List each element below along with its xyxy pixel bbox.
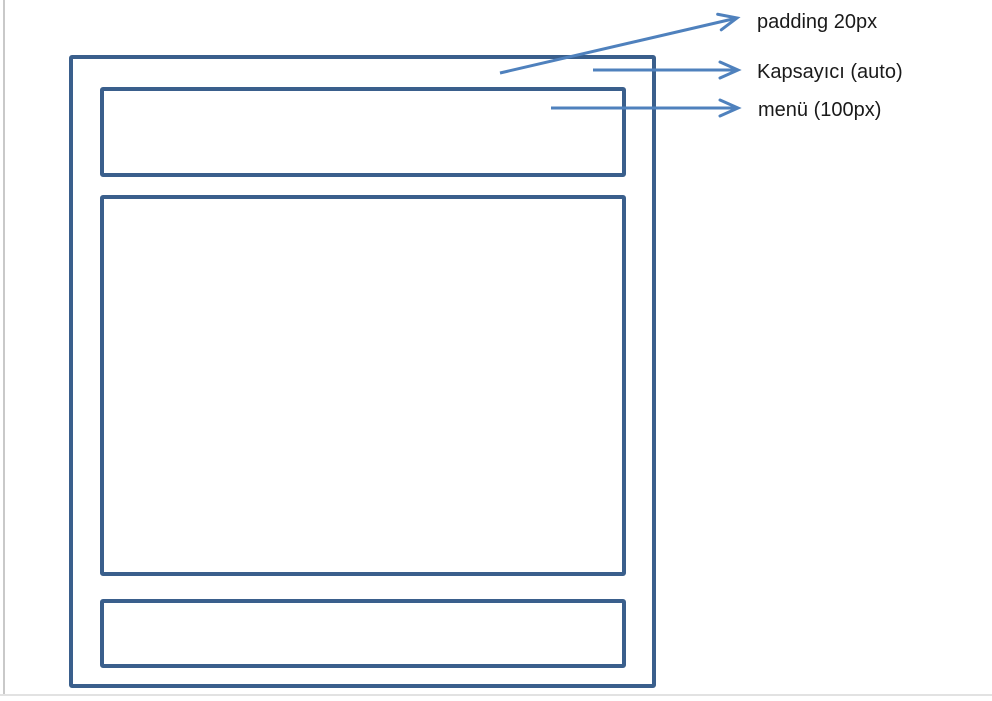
label-container: Kapsayıcı (auto) <box>757 61 903 83</box>
content-box <box>100 195 626 576</box>
label-menu: menü (100px) <box>758 99 882 121</box>
page-bottom-border <box>0 694 992 696</box>
label-padding: padding 20px <box>757 11 878 33</box>
menu-box <box>100 87 626 177</box>
footer-box <box>100 599 626 668</box>
container-box <box>69 55 656 688</box>
page-left-border <box>3 0 5 695</box>
